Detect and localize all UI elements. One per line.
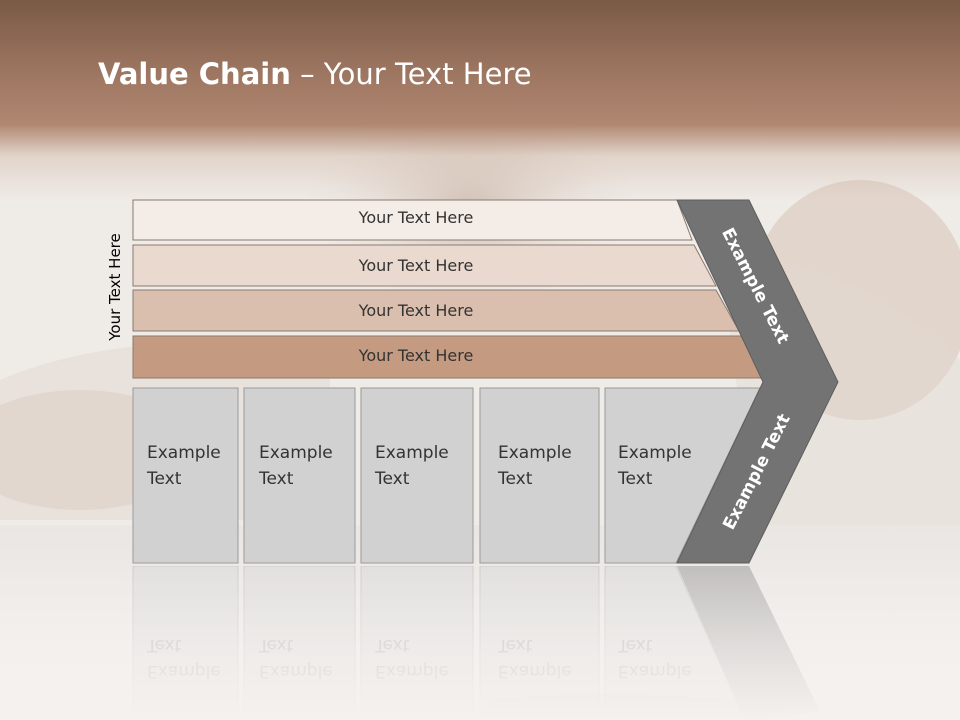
column-1[interactable] bbox=[132, 387, 239, 564]
column-3-text: Example Text bbox=[375, 443, 449, 489]
title-rest: – Your Text Here bbox=[290, 57, 532, 91]
column-1-label: Example Text bbox=[147, 440, 221, 492]
column-2-label: Example Text bbox=[259, 440, 333, 492]
band-2[interactable] bbox=[132, 244, 717, 287]
column-3-label: Example Text bbox=[375, 440, 449, 492]
column-5[interactable] bbox=[604, 387, 761, 564]
column-5-text: Example Text bbox=[618, 443, 692, 489]
column-1-text: Example Text bbox=[147, 443, 221, 489]
column-3[interactable] bbox=[360, 387, 474, 564]
column-5-label: Example Text bbox=[618, 440, 692, 492]
band-2-label: Your Text Here bbox=[358, 256, 474, 275]
band-4-label: Your Text Here bbox=[358, 346, 474, 365]
column-2-text: Example Text bbox=[259, 443, 333, 489]
column-4-text: Example Text bbox=[498, 443, 572, 489]
chevron[interactable] bbox=[676, 199, 839, 564]
band-1-label: Your Text Here bbox=[358, 208, 474, 227]
slide-title: Value Chain – Your Text Here bbox=[98, 54, 532, 94]
band-1[interactable] bbox=[132, 199, 693, 241]
column-4-label: Example Text bbox=[498, 440, 572, 492]
column-2[interactable] bbox=[243, 387, 356, 564]
reflection-fade bbox=[0, 566, 960, 720]
column-4[interactable] bbox=[479, 387, 600, 564]
header-band bbox=[0, 0, 960, 200]
band-3-label: Your Text Here bbox=[358, 301, 474, 320]
title-bold: Value Chain bbox=[98, 57, 291, 91]
